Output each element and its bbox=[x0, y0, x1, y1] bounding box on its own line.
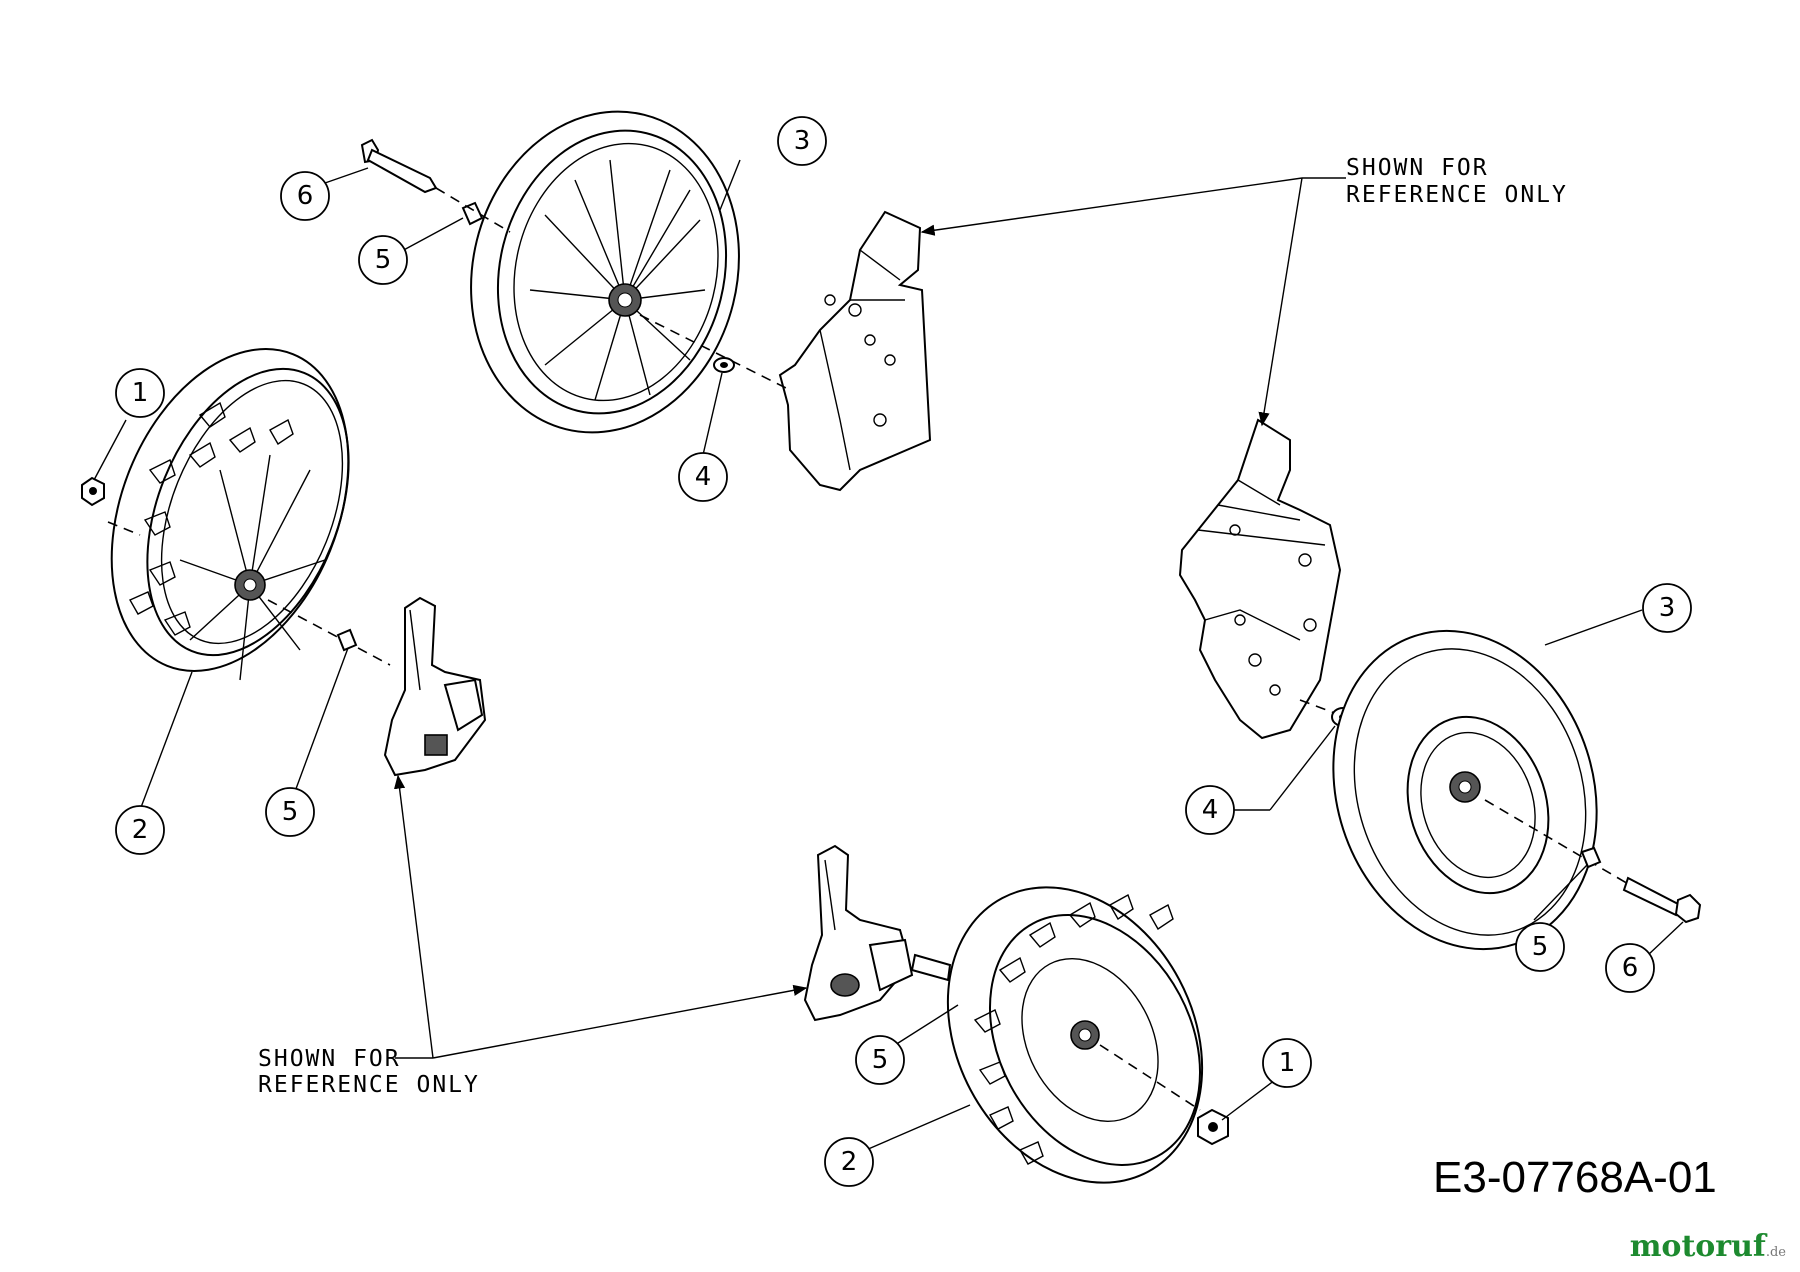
nut-bottom bbox=[1197, 1108, 1229, 1146]
washer-top bbox=[713, 357, 735, 373]
svg-text:6: 6 bbox=[1622, 953, 1639, 983]
axle-bolt-top bbox=[360, 138, 438, 194]
svg-text:4: 4 bbox=[1202, 795, 1219, 825]
callout-bubble: 2 bbox=[824, 1137, 874, 1187]
svg-text:3: 3 bbox=[1659, 593, 1676, 623]
bracket-top-reference bbox=[778, 210, 932, 492]
watermark-logo: motoruf.de bbox=[1630, 1229, 1786, 1264]
svg-text:5: 5 bbox=[375, 245, 392, 275]
callout-bubble: 2 bbox=[115, 805, 165, 855]
callout-bubble: 3 bbox=[777, 116, 827, 166]
callout-bubble: 6 bbox=[280, 171, 330, 221]
clip-right bbox=[1580, 846, 1602, 869]
svg-text:5: 5 bbox=[282, 797, 299, 827]
rear-wheel-right bbox=[1332, 629, 1598, 951]
callout-bubble: 1 bbox=[1262, 1038, 1312, 1088]
callout-bubble: 4 bbox=[678, 452, 728, 502]
note-line-2: REFERENCE ONLY bbox=[258, 1072, 480, 1098]
bracket-right-reference bbox=[1178, 418, 1342, 740]
reference-note-bottom: SHOWN FOR REFERENCE ONLY bbox=[258, 1046, 480, 1098]
axle-bolt-right bbox=[1622, 876, 1702, 924]
watermark-brand: motoruf bbox=[1629, 1229, 1766, 1264]
reference-arrows bbox=[393, 177, 1346, 1059]
callout-bubble: 4 bbox=[1185, 785, 1235, 835]
rear-wheel-top bbox=[470, 110, 740, 434]
reference-note-top: SHOWN FOR REFERENCE ONLY bbox=[1346, 155, 1568, 208]
svg-text:1: 1 bbox=[132, 378, 149, 408]
note-line-1: SHOWN FOR bbox=[258, 1046, 401, 1072]
svg-text:4: 4 bbox=[695, 462, 712, 492]
callout-bubble: 5 bbox=[855, 1035, 905, 1085]
leader-lines bbox=[93, 159, 1684, 1151]
front-wheel-bottom bbox=[946, 886, 1204, 1184]
svg-text:1: 1 bbox=[1279, 1048, 1296, 1078]
callout-bubble: 1 bbox=[115, 368, 165, 418]
note-line-2: REFERENCE ONLY bbox=[1346, 182, 1568, 208]
svg-text:2: 2 bbox=[841, 1147, 858, 1177]
svg-text:3: 3 bbox=[794, 126, 811, 156]
height-adjuster-left-reference bbox=[383, 596, 487, 777]
svg-text:5: 5 bbox=[1532, 932, 1549, 962]
front-wheel-left bbox=[110, 348, 350, 681]
clip-top bbox=[461, 201, 484, 226]
callout-bubble: 5 bbox=[1515, 922, 1565, 972]
callout-bubble: 3 bbox=[1642, 583, 1692, 633]
drawing-id: E3-07768A-01 bbox=[1433, 1153, 1717, 1202]
note-line-1: SHOWN FOR bbox=[1346, 155, 1489, 181]
callout-bubble: 5 bbox=[265, 787, 315, 837]
clip-left bbox=[336, 628, 358, 652]
svg-text:6: 6 bbox=[297, 181, 314, 211]
callout-bubble: 5 bbox=[358, 235, 408, 285]
watermark-tld: .de bbox=[1765, 1245, 1786, 1260]
callout-bubble: 6 bbox=[1605, 943, 1655, 993]
svg-text:2: 2 bbox=[132, 815, 149, 845]
nut-left bbox=[81, 476, 105, 507]
svg-text:5: 5 bbox=[872, 1045, 889, 1075]
height-adjuster-bottom-reference bbox=[803, 844, 952, 1022]
